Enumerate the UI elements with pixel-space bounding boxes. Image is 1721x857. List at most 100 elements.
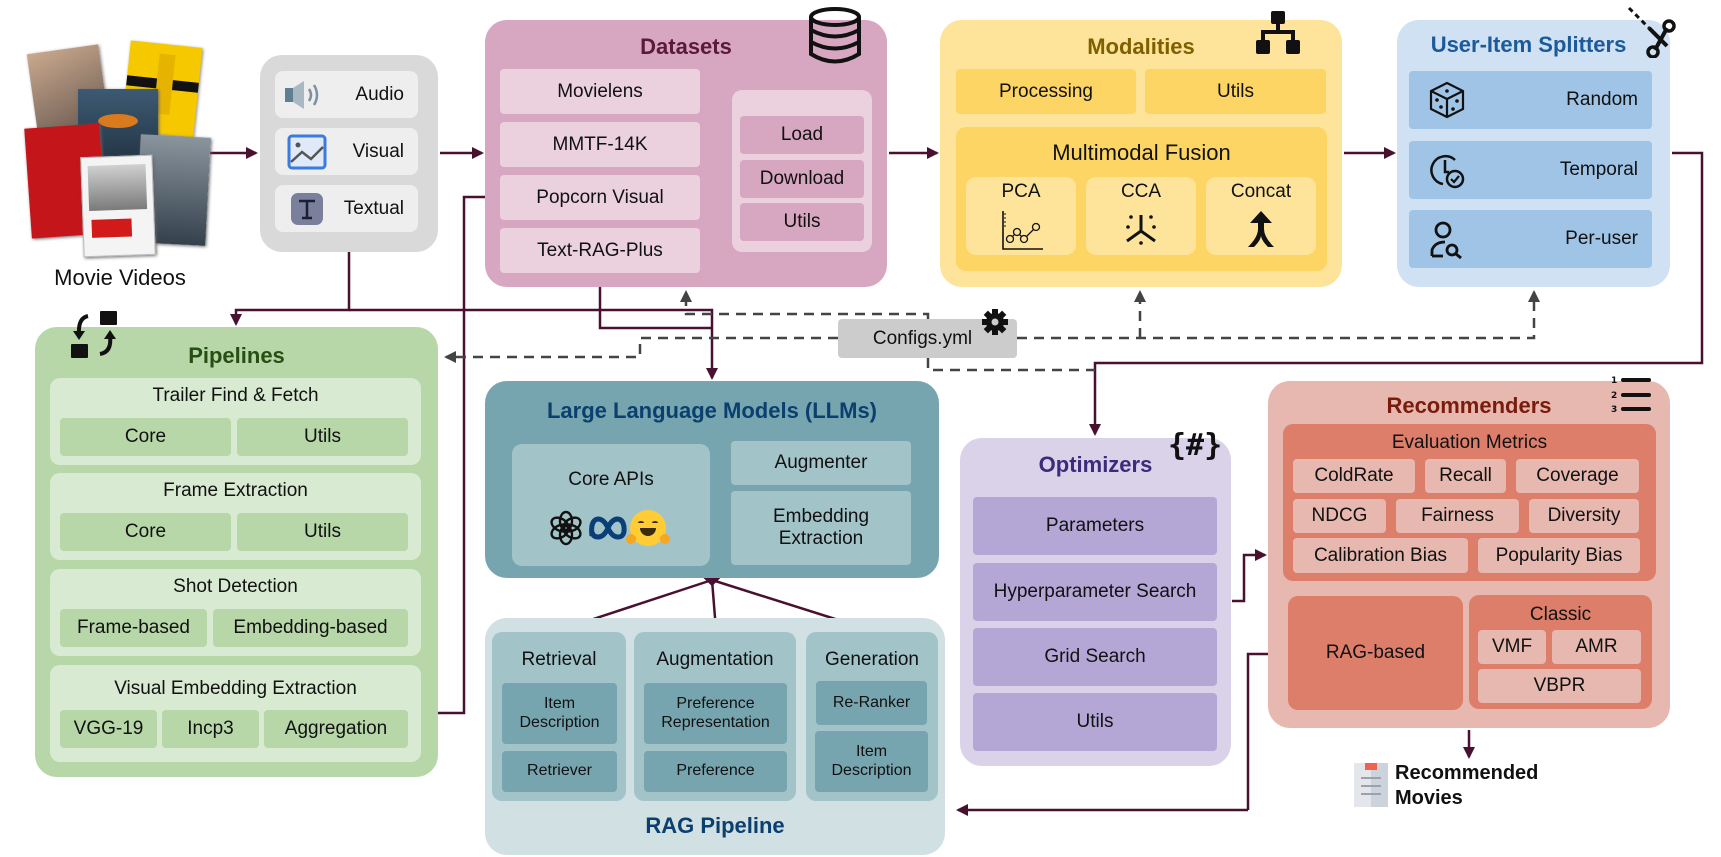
rag-stage-title: Retrieval <box>521 649 597 670</box>
metric-diversity[interactable]: Diversity <box>1529 499 1639 533</box>
pipeline-trailer-utils[interactable]: Utils <box>237 418 408 456</box>
rag-retrieval-retriever[interactable]: Retriever <box>502 751 617 792</box>
recommended-movies-output: Recommended Movies <box>1354 762 1554 812</box>
modality-audio-label: Audio <box>355 83 404 105</box>
rag-stage-title: Generation <box>824 649 919 670</box>
metric-coverage[interactable]: Coverage <box>1516 459 1639 493</box>
input-modalities-panel: Audio Visual Textual <box>260 55 438 252</box>
modality-visual[interactable]: Visual <box>275 128 418 175</box>
recommenders-title: Recommenders <box>1386 393 1552 418</box>
recommender-classic-group: Classic VMF AMR VBPR <box>1469 595 1652 709</box>
modalities-utils[interactable]: Utils <box>1145 69 1326 114</box>
recommended-movies-label-line2: Movies <box>1395 787 1463 809</box>
splitters-panel: User-Item Splitters Random Temporal <box>1397 6 1676 287</box>
recommender-amr[interactable]: AMR <box>1552 630 1641 664</box>
modalities-panel: Modalities Processing Utils Multimodal F… <box>940 11 1342 287</box>
metric-recall[interactable]: Recall <box>1425 459 1506 493</box>
dataset-op-download[interactable]: Download <box>740 160 864 198</box>
splitter-per-user[interactable]: Per-user <box>1409 210 1652 268</box>
database-icon <box>809 7 861 64</box>
optimizer-hyperparameter-search[interactable]: Hyperparameter Search <box>973 563 1217 621</box>
fusion-pca[interactable]: PCA <box>966 177 1076 255</box>
datasets-title: Datasets <box>640 34 732 59</box>
pipeline-group-title: Frame Extraction <box>163 480 308 501</box>
pipelines-title: Pipelines <box>188 343 285 368</box>
splitter-temporal[interactable]: Temporal <box>1409 141 1652 199</box>
metric-popularity-bias[interactable]: Popularity Bias <box>1478 538 1640 573</box>
metric-calibration-bias[interactable]: Calibration Bias <box>1293 538 1468 573</box>
fusion-concat[interactable]: Concat <box>1206 177 1316 255</box>
rag-stage-title: Augmentation <box>656 649 774 670</box>
dataset-text-rag-plus[interactable]: Text-RAG-Plus <box>500 228 700 273</box>
user-search-icon <box>1430 221 1462 260</box>
dataset-movielens[interactable]: Movielens <box>500 69 700 114</box>
optimizer-utils[interactable]: Utils <box>973 693 1217 751</box>
modality-audio[interactable]: Audio <box>275 71 418 118</box>
modalities-title: Modalities <box>1087 34 1195 59</box>
llm-embedding-extraction[interactable]: Embedding Extraction <box>731 491 911 565</box>
rag-stage-generation: Generation Re-Ranker Item Description <box>806 632 938 801</box>
llm-core-apis-label: Core APIs <box>568 469 654 490</box>
metric-coldrate[interactable]: ColdRate <box>1293 459 1415 493</box>
scissors-icon <box>1627 6 1676 58</box>
pipeline-shot-frame-based[interactable]: Frame-based <box>60 609 207 647</box>
evaluation-metrics-title: Evaluation Metrics <box>1391 432 1548 453</box>
dashed-configs-to-modalities <box>1017 290 1540 340</box>
fusion-concat-label: Concat <box>1230 181 1292 202</box>
dataset-mmtf-14k[interactable]: MMTF-14K <box>500 122 700 167</box>
dataset-op-load[interactable]: Load <box>740 116 864 154</box>
scatter-split-icon <box>1126 215 1156 245</box>
rag-generation-item-description[interactable]: Item Description <box>815 731 928 792</box>
pipeline-frame-core[interactable]: Core <box>60 513 231 551</box>
pipeline-aggregation[interactable]: Aggregation <box>264 710 408 748</box>
arrow-input-to-pipelines <box>230 252 351 326</box>
pipeline-group-title: Visual Embedding Extraction <box>114 678 357 699</box>
numbered-list-icon: 1 2 3 <box>1611 376 1651 414</box>
metric-fairness[interactable]: Fairness <box>1396 499 1519 533</box>
text-icon <box>291 193 323 225</box>
poster <box>80 154 156 258</box>
pipeline-frame-utils[interactable]: Utils <box>237 513 408 551</box>
rag-retrieval-item-description[interactable]: Item Description <box>502 683 617 744</box>
rag-augmentation-preference-representation[interactable]: Preference Representation <box>644 683 787 744</box>
svg-text:1: 1 <box>1611 376 1617 386</box>
recommender-vmf[interactable]: VMF <box>1478 630 1546 664</box>
recommender-rag-based[interactable]: RAG-based <box>1288 596 1463 710</box>
merge-icon <box>1248 211 1274 247</box>
recommender-vbpr[interactable]: VBPR <box>1478 669 1641 703</box>
openai-logo-icon <box>550 510 582 546</box>
swap-blocks-icon <box>71 311 117 358</box>
dice-icon <box>1429 81 1465 119</box>
modalities-processing[interactable]: Processing <box>956 69 1136 114</box>
pipeline-shot-embedding-based[interactable]: Embedding-based <box>213 609 408 647</box>
dataset-op-utils[interactable]: Utils <box>740 203 864 241</box>
meta-logo-icon <box>589 516 627 540</box>
optimizers-title: Optimizers <box>1038 452 1153 477</box>
evaluation-metrics-group: Evaluation Metrics ColdRate Recall Cover… <box>1283 424 1656 581</box>
splitter-random[interactable]: Random <box>1409 71 1652 129</box>
pipeline-group-frame: Frame Extraction Core Utils <box>50 473 421 560</box>
optimizer-parameters[interactable]: Parameters <box>973 497 1217 555</box>
fusion-cca[interactable]: CCA <box>1086 177 1196 255</box>
optimizer-grid-search[interactable]: Grid Search <box>973 628 1217 686</box>
pipeline-vgg19[interactable]: VGG-19 <box>60 710 157 748</box>
svg-text:3: 3 <box>1611 405 1617 414</box>
dataset-popcorn-visual[interactable]: Popcorn Visual <box>500 175 700 220</box>
rag-augmentation-preference[interactable]: Preference <box>644 751 787 792</box>
pipeline-group-visual-embedding: Visual Embedding Extraction VGG-19 Incp3… <box>50 665 421 762</box>
pipeline-incp3[interactable]: Incp3 <box>162 710 259 748</box>
pipeline-trailer-core[interactable]: Core <box>60 418 231 456</box>
modality-textual[interactable]: Textual <box>275 185 418 232</box>
metric-ndcg[interactable]: NDCG <box>1293 499 1386 533</box>
modality-textual-label: Textual <box>343 197 404 219</box>
pipeline-group-title: Trailer Find & Fetch <box>152 385 319 406</box>
datasets-panel: Datasets Movielens MMTF-14K Popcorn Visu… <box>485 7 887 287</box>
document-list-icon <box>1354 763 1388 807</box>
llm-augmenter[interactable]: Augmenter <box>731 441 911 485</box>
configs-label: Configs.yml <box>872 327 973 349</box>
movie-posters <box>24 40 211 259</box>
speaker-icon <box>285 81 319 109</box>
rag-generation-reranker[interactable]: Re-Ranker <box>816 681 927 725</box>
llm-core-apis[interactable]: Core APIs <box>512 444 710 566</box>
multimodal-fusion-title: Multimodal Fusion <box>1052 140 1231 165</box>
